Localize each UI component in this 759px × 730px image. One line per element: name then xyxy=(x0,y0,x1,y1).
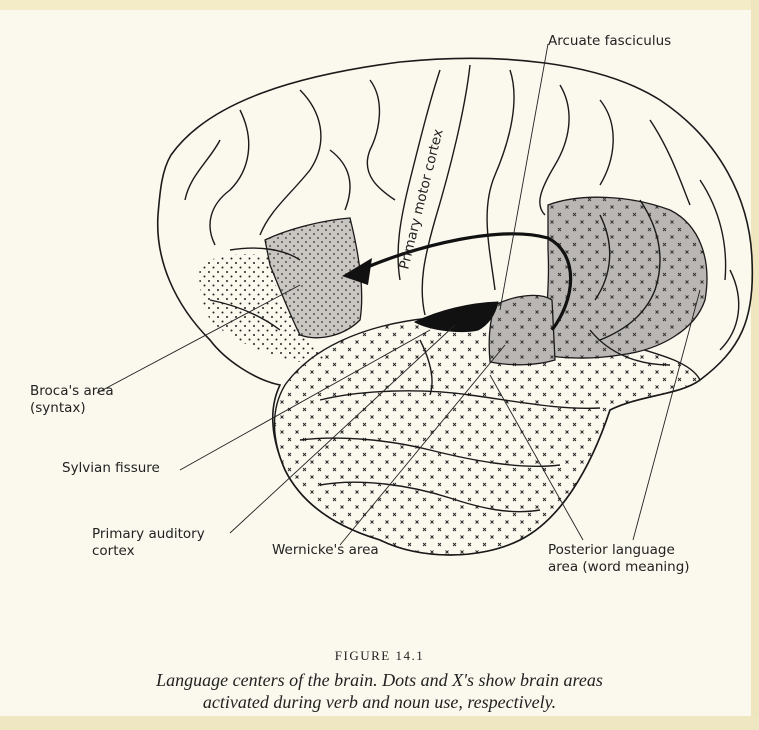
arcuate-fasciculus-label: Arcuate fasciculus xyxy=(548,33,671,50)
broca-area-sublabel: (syntax) xyxy=(30,400,86,417)
figure-number: FIGURE 14.1 xyxy=(0,648,759,664)
figure-caption-line2: activated during verb and noun use, resp… xyxy=(0,691,759,713)
primary-auditory-label: Primary auditory xyxy=(92,526,205,543)
posterior-language-sublabel: area (word meaning) xyxy=(548,559,690,576)
figure-caption-line1: Language centers of the brain. Dots and … xyxy=(0,669,759,691)
primary-auditory-sublabel: cortex xyxy=(92,543,135,560)
posterior-language-label: Posterior language xyxy=(548,542,675,559)
sylvian-fissure-label: Sylvian fissure xyxy=(62,460,160,477)
broca-area-label: Broca's area xyxy=(30,383,114,400)
wernicke-area-shaded xyxy=(489,295,555,364)
wernicke-area-label: Wernicke's area xyxy=(272,542,379,559)
